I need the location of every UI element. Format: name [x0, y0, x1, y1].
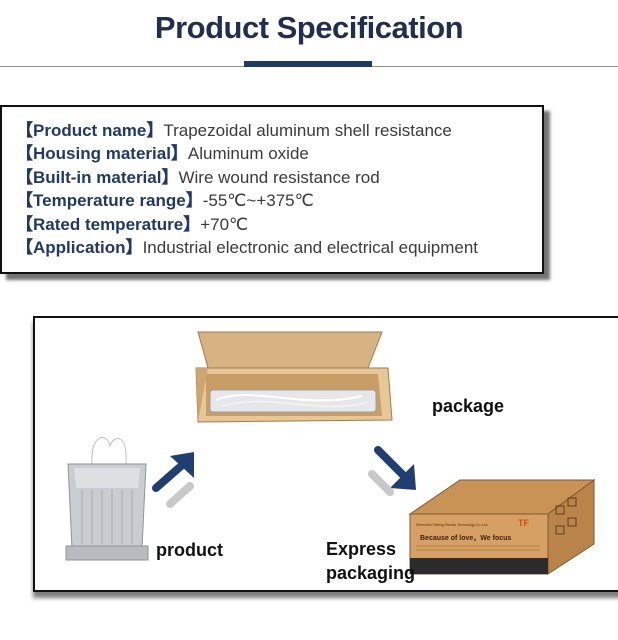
title-accent-bar: [244, 61, 372, 67]
spec-row-application: 【Application】Industrial electronic and e…: [16, 236, 478, 259]
spec-value: Trapezoidal aluminum shell resistance: [163, 121, 452, 140]
spec-row-housing-material: 【Housing material】Aluminum oxide: [16, 142, 478, 165]
open-box-image: [195, 331, 393, 423]
spec-label: 【Application】: [16, 237, 143, 257]
spec-row-product-name: 【Product name】Trapezoidal aluminum shell…: [16, 119, 478, 142]
spec-value: Aluminum oxide: [187, 144, 309, 164]
carton-slogan: Because of love，We focus: [420, 535, 511, 542]
arrow-down-right-icon: [368, 446, 416, 496]
resistor-image: [65, 435, 149, 561]
specification-list: 【Product name】Trapezoidal aluminum shell…: [16, 119, 478, 259]
spec-label: 【Product name】: [16, 121, 164, 140]
spec-value: -55℃~+375℃: [202, 191, 314, 211]
product-label: product: [156, 540, 223, 560]
spec-value: Wire wound resistance rod: [178, 167, 380, 187]
spec-label: 【Built-in material】: [16, 167, 179, 187]
spec-value: +70℃: [200, 214, 249, 234]
spec-label: 【Temperature range】: [16, 191, 203, 211]
page-title: Product Specification: [154, 10, 464, 45]
spec-row-temperature-range: 【Temperature range】-55℃~+375℃: [16, 189, 478, 212]
express-label-line2: packaging: [326, 563, 416, 583]
spec-label: 【Housing material】: [16, 144, 188, 164]
package-label: package: [432, 396, 505, 416]
specification-panel: [0, 105, 544, 274]
spec-row-rated-temperature: 【Rated temperature】+70℃: [16, 213, 478, 236]
spec-row-built-in-material: 【Built-in material】Wire wound resistance…: [16, 166, 478, 189]
spec-value: Industrial electronic and electrical equ…: [142, 237, 479, 257]
express-label-line1: Express: [326, 539, 397, 559]
express-packaging-label: Express packaging: [326, 537, 415, 585]
carton-company: Shenzhen Taifeng Electric Technology Co.…: [416, 523, 488, 527]
carton-brand: TF: [518, 518, 529, 528]
spec-label: 【Rated temperature】: [16, 214, 201, 234]
arrow-up-right-icon: [152, 452, 194, 508]
carton-image: TF Shenzhen Taifeng Electric Technology …: [408, 479, 596, 575]
